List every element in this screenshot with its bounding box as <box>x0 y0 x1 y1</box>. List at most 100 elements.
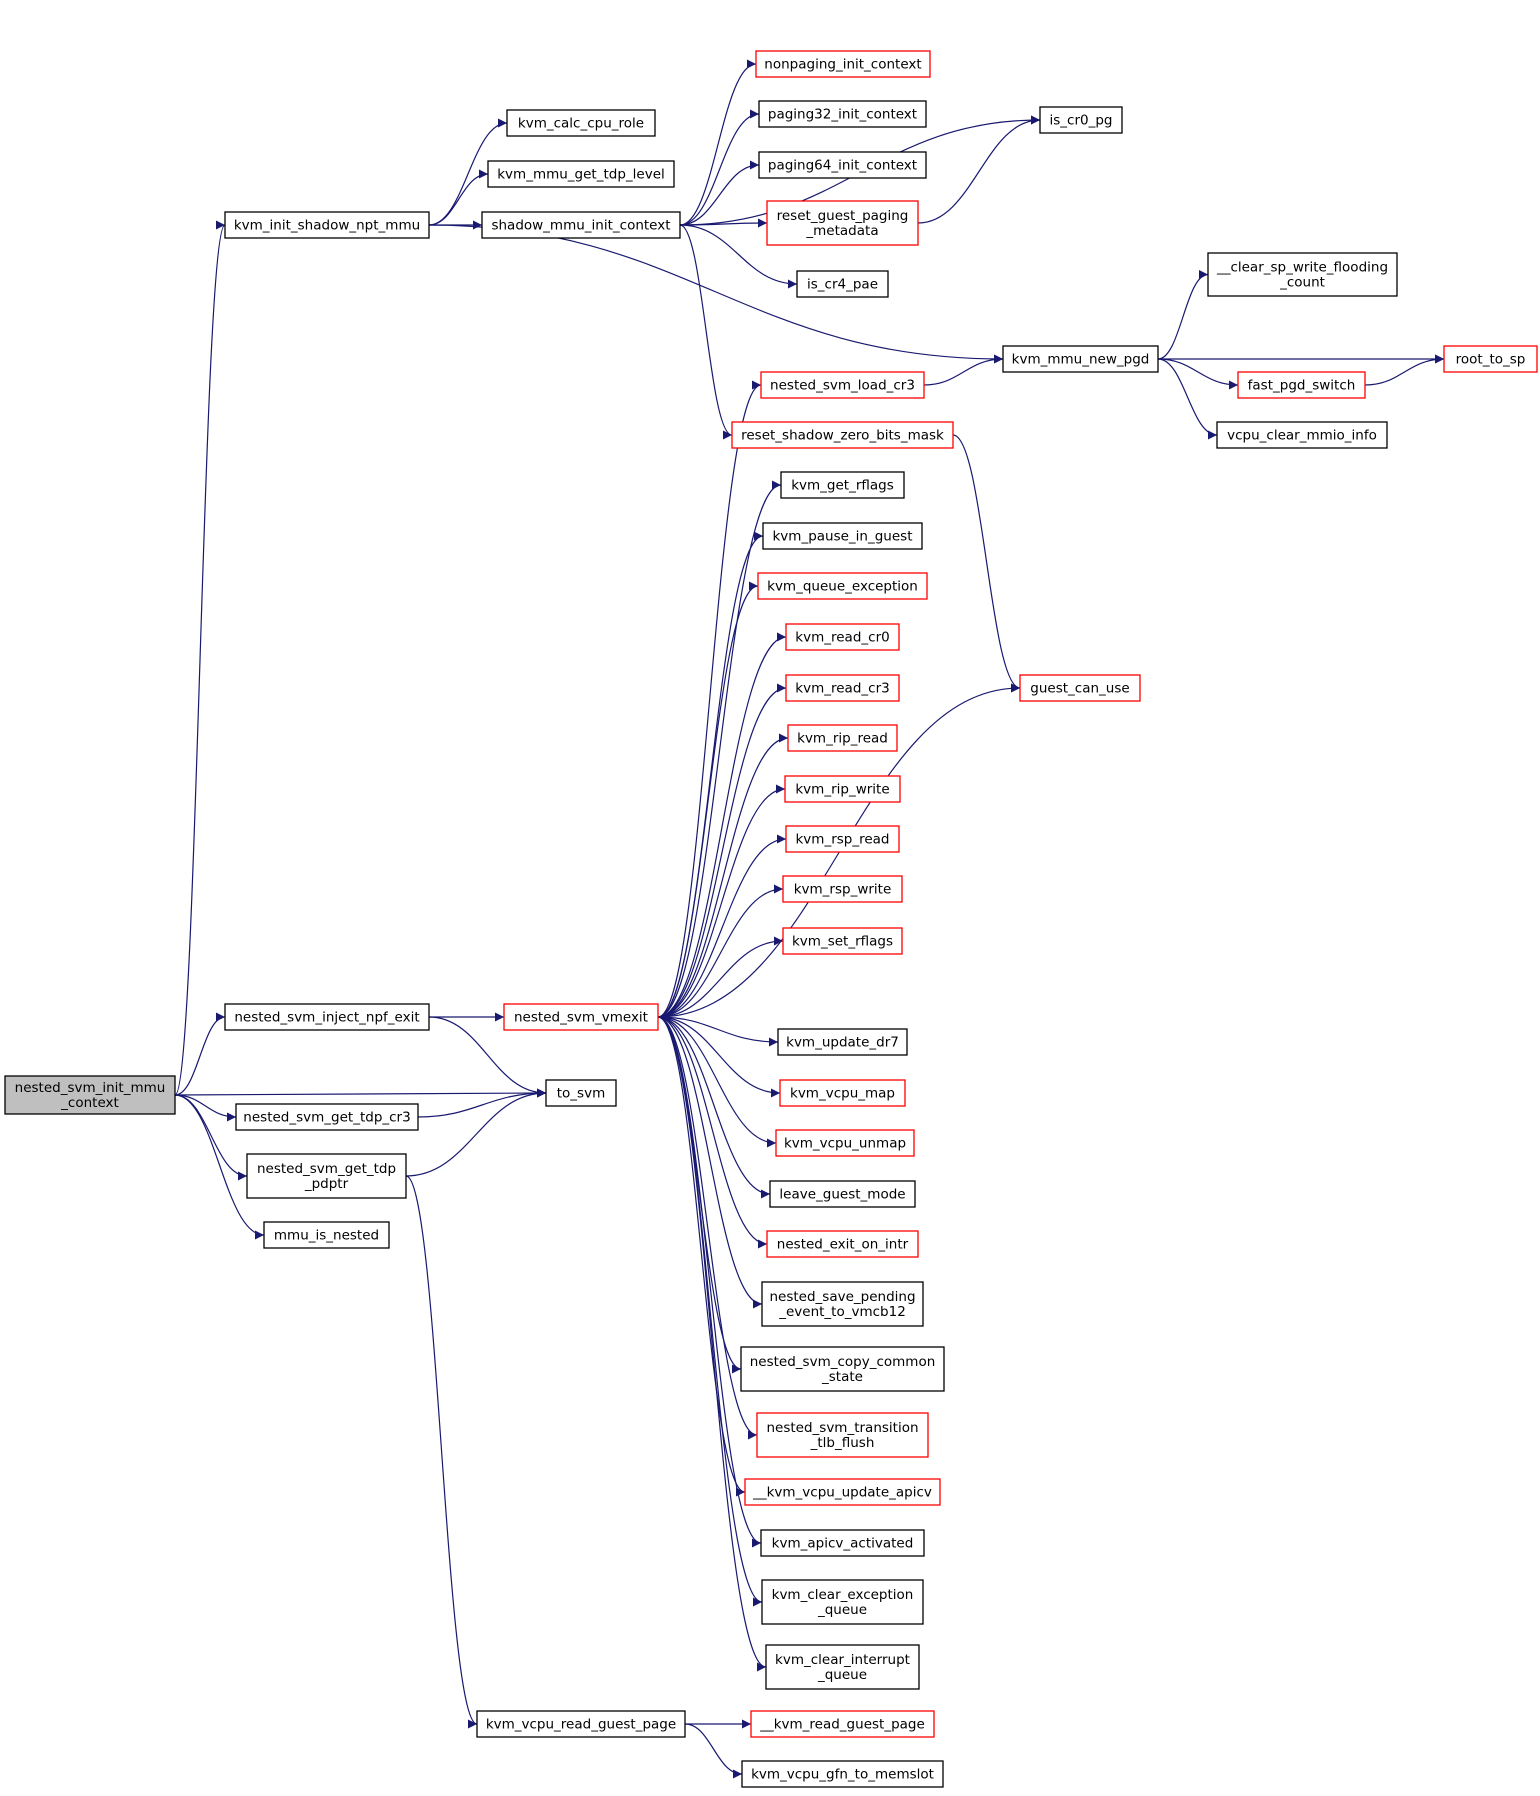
node-nested_svm_load_cr3[interactable]: nested_svm_load_cr3 <box>760 371 925 399</box>
node-label: kvm_mmu_get_tdp_level <box>497 167 665 183</box>
node-box <box>503 1003 659 1031</box>
edge-shadow_mmu_init_context-to-reset_guest_paging_metadata <box>679 218 768 228</box>
node-box <box>787 724 898 752</box>
node-box <box>1019 674 1141 702</box>
node-box <box>4 1075 176 1115</box>
edge-root-to-nested_svm_get_tdp_cr3 <box>174 1094 237 1122</box>
node-nested_svm_get_tdp_cr3[interactable]: nested_svm_get_tdp_cr3 <box>235 1103 419 1131</box>
node-label: kvm_init_shadow_npt_mmu <box>234 218 420 234</box>
node-shadow_mmu_init_context[interactable]: shadow_mmu_init_context <box>481 211 681 239</box>
node-kvm_pause_in_guest[interactable]: kvm_pause_in_guest <box>762 522 923 550</box>
node-label: _queue <box>817 1667 867 1683</box>
node-label: fast_pgd_switch <box>1248 378 1356 394</box>
node-box <box>731 421 954 449</box>
node-nonpaging_init_context[interactable]: nonpaging_init_context <box>755 50 931 78</box>
node-kvm_apicv_activated[interactable]: kvm_apicv_activated <box>760 1529 925 1557</box>
node-nested_svm_get_tdp_pdptr[interactable]: nested_svm_get_tdp_pdptr <box>246 1153 407 1199</box>
node-kvm_read_guest_page[interactable]: __kvm_read_guest_page <box>750 1710 935 1738</box>
node-is_cr0_pg[interactable]: is_cr0_pg <box>1039 106 1123 134</box>
edge-fast_pgd_switch-to-root_to_sp <box>1364 354 1445 386</box>
node-label: nested_svm_copy_common <box>750 1354 936 1370</box>
node-box <box>1216 421 1388 449</box>
node-label: kvm_pause_in_guest <box>772 529 912 545</box>
node-fast_pgd_switch[interactable]: fast_pgd_switch <box>1237 371 1366 399</box>
node-box <box>755 50 931 78</box>
node-box <box>476 1710 686 1738</box>
node-to_svm[interactable]: to_svm <box>545 1079 617 1107</box>
node-kvm_calc_cpu_role[interactable]: kvm_calc_cpu_role <box>506 109 656 137</box>
node-reset_guest_paging_metadata[interactable]: reset_guest_paging_metadata <box>766 200 919 246</box>
node-root_to_sp[interactable]: root_to_sp <box>1443 345 1538 373</box>
node-is_cr4_pae[interactable]: is_cr4_pae <box>796 270 889 298</box>
node-box <box>235 1103 419 1131</box>
node-nested_save_pending_event_to_vmcb12[interactable]: nested_save_pending_event_to_vmcb12 <box>761 1281 924 1327</box>
edge-kvm_mmu_new_pgd-to-clear_sp_write_flooding_count <box>1157 270 1209 360</box>
node-kvm_clear_exception_queue[interactable]: kvm_clear_exception_queue <box>761 1579 924 1625</box>
node-box <box>766 1230 919 1258</box>
edge-nested_svm_vmexit-to-nested_svm_load_cr3 <box>657 380 762 1018</box>
edge-nested_svm_vmexit-to-kvm_set_rflags <box>657 936 784 1018</box>
node-kvm_read_cr3[interactable]: kvm_read_cr3 <box>785 674 900 702</box>
node-label: nested_svm_load_cr3 <box>770 378 915 394</box>
node-kvm_set_rflags[interactable]: kvm_set_rflags <box>782 927 903 955</box>
node-box <box>775 1129 915 1157</box>
node-kvm_clear_interrupt_queue[interactable]: kvm_clear_interrupt_queue <box>765 1644 920 1690</box>
node-kvm_get_rflags[interactable]: kvm_get_rflags <box>780 471 905 499</box>
node-kvm_rsp_read[interactable]: kvm_rsp_read <box>785 825 900 853</box>
node-box <box>757 572 928 600</box>
edge-nested_svm_vmexit-to-nested_exit_on_intr <box>657 1016 768 1249</box>
node-kvm_read_cr0[interactable]: kvm_read_cr0 <box>785 623 900 651</box>
node-kvm_update_dr7[interactable]: kvm_update_dr7 <box>777 1028 908 1056</box>
node-label: nested_exit_on_intr <box>777 1237 909 1253</box>
node-label: kvm_rip_write <box>795 782 889 798</box>
node-kvm_vcpu_map[interactable]: kvm_vcpu_map <box>779 1079 906 1107</box>
edge-nested_svm_vmexit-to-nested_save_pending_event_to_vmcb12 <box>657 1016 763 1309</box>
node-paging64_init_context[interactable]: paging64_init_context <box>758 151 927 179</box>
edge-shadow_mmu_init_context-to-paging64_init_context <box>679 160 760 226</box>
edge-kvm_mmu_new_pgd-to-fast_pgd_switch <box>1157 358 1239 390</box>
node-label: paging64_init_context <box>768 158 917 174</box>
node-kvm_vcpu_unmap[interactable]: kvm_vcpu_unmap <box>775 1129 915 1157</box>
node-kvm_mmu_new_pgd[interactable]: kvm_mmu_new_pgd <box>1002 345 1159 373</box>
node-kvm_queue_exception[interactable]: kvm_queue_exception <box>757 572 928 600</box>
node-box <box>785 825 900 853</box>
node-kvm_vcpu_read_guest_page[interactable]: kvm_vcpu_read_guest_page <box>476 1710 686 1738</box>
node-label: shadow_mmu_init_context <box>491 218 670 234</box>
node-vcpu_clear_mmio_info[interactable]: vcpu_clear_mmio_info <box>1216 421 1388 449</box>
node-nested_svm_vmexit[interactable]: nested_svm_vmexit <box>503 1003 659 1031</box>
node-box <box>758 100 927 128</box>
node-kvm_vcpu_gfn_to_memslot[interactable]: kvm_vcpu_gfn_to_memslot <box>741 1760 944 1788</box>
edge-nested_svm_vmexit-to-kvm_clear_exception_queue <box>657 1016 763 1607</box>
node-label: _metadata <box>805 223 878 239</box>
node-label: is_cr0_pg <box>1050 113 1113 129</box>
node-nested_exit_on_intr[interactable]: nested_exit_on_intr <box>766 1230 919 1258</box>
node-label: root_to_sp <box>1456 352 1526 368</box>
node-kvm_init_shadow_npt_mmu[interactable]: kvm_init_shadow_npt_mmu <box>224 211 430 239</box>
node-clear_sp_write_flooding_count[interactable]: __clear_sp_write_flooding_count <box>1207 252 1398 297</box>
edge-root-to-to_svm <box>174 1088 547 1098</box>
node-box <box>765 1644 920 1690</box>
edge-shadow_mmu_init_context-to-paging32_init_context <box>679 109 760 226</box>
node-nested_svm_transition_tlb_flush[interactable]: nested_svm_transition_tlb_flush <box>756 1412 929 1458</box>
node-label: kvm_clear_exception <box>772 1587 914 1603</box>
node-mmu_is_nested[interactable]: mmu_is_nested <box>263 1221 390 1249</box>
node-guest_can_use[interactable]: guest_can_use <box>1019 674 1141 702</box>
node-label: _count <box>1279 275 1325 291</box>
node-paging32_init_context[interactable]: paging32_init_context <box>758 100 927 128</box>
node-kvm_vcpu_update_apicv[interactable]: __kvm_vcpu_update_apicv <box>744 1478 941 1506</box>
node-kvm_rip_read[interactable]: kvm_rip_read <box>787 724 898 752</box>
node-label: kvm_get_rflags <box>791 478 894 494</box>
node-kvm_mmu_get_tdp_level[interactable]: kvm_mmu_get_tdp_level <box>487 160 675 188</box>
node-kvm_rsp_write[interactable]: kvm_rsp_write <box>782 875 903 903</box>
node-box <box>796 270 889 298</box>
node-leave_guest_mode[interactable]: leave_guest_mode <box>769 1180 916 1208</box>
edge-nested_svm_vmexit-to-kvm_vcpu_update_apicv <box>657 1016 746 1497</box>
node-label: kvm_vcpu_gfn_to_memslot <box>751 1767 934 1783</box>
edge-nested_svm_vmexit-to-kvm_clear_interrupt_queue <box>657 1016 767 1672</box>
node-label: vcpu_clear_mmio_info <box>1227 428 1377 444</box>
node-kvm_rip_write[interactable]: kvm_rip_write <box>784 775 901 803</box>
node-nested_svm_copy_common_state[interactable]: nested_svm_copy_common_state <box>740 1346 945 1392</box>
node-nested_svm_inject_npf_exit[interactable]: nested_svm_inject_npf_exit <box>224 1003 430 1031</box>
edge-nested_svm_vmexit-to-kvm_queue_exception <box>657 581 759 1018</box>
node-reset_shadow_zero_bits_mask[interactable]: reset_shadow_zero_bits_mask <box>731 421 954 449</box>
